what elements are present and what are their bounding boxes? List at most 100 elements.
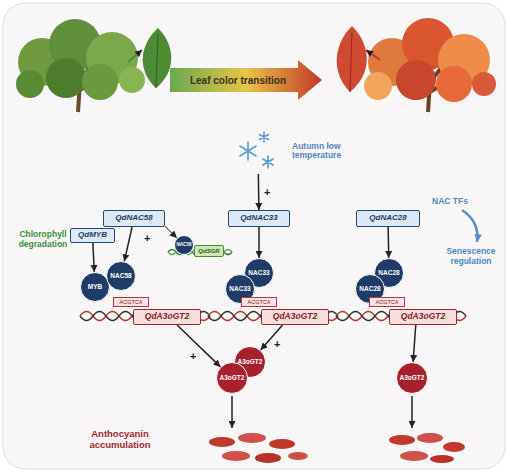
- green-leaf: [143, 28, 172, 88]
- red-leaf: [337, 26, 367, 92]
- leaf-pointer: [128, 50, 142, 62]
- circle-fill: [107, 262, 136, 291]
- protein-name: NAC33: [248, 269, 269, 276]
- senescence-arrow: [462, 210, 477, 242]
- pigment-blob: [238, 433, 266, 443]
- regulation-arrow: [258, 227, 260, 258]
- group-note: NAC TFs: [432, 196, 482, 206]
- pigment-blob: [269, 439, 295, 449]
- tree-canopy: [82, 64, 118, 100]
- cold-signal: Autumn low temperature: [232, 128, 362, 174]
- protein-circle: MYB: [80, 272, 110, 302]
- snowflakes: [240, 132, 273, 168]
- gene-box: QdMYB: [70, 228, 115, 243]
- target-gene-box: QdSGR: [194, 245, 224, 257]
- regulation-arrow: [124, 227, 132, 261]
- arrow-fill: [170, 60, 322, 100]
- gene-name: QdA3oGT2: [273, 312, 317, 321]
- pigment-blob: [443, 442, 465, 452]
- pigment-blob: [400, 451, 428, 461]
- transition-arrow: Leaf color transition: [170, 60, 322, 100]
- snowflake: [263, 156, 273, 168]
- process-note: Senescence regulation: [440, 246, 502, 266]
- gene-name: QdMYB: [78, 231, 107, 240]
- gene-box: QdNAC33: [228, 210, 290, 227]
- gene-name: QdNAC33: [240, 214, 277, 223]
- enzyme-name: A3oGT2: [400, 374, 425, 381]
- regulation-arrow: [165, 226, 177, 238]
- tree-canopy: [396, 60, 436, 100]
- circle-fill: [81, 273, 110, 302]
- circle-fill: [397, 363, 428, 394]
- enzyme-name: A3oGT2: [238, 358, 263, 365]
- protein-name: NAC28: [378, 269, 399, 276]
- enzyme-circle: A3oGT2: [396, 362, 428, 394]
- pigment-blob: [430, 455, 454, 463]
- pigment-blob: [255, 453, 281, 463]
- process-note: Chlorophyll degradation: [14, 229, 72, 249]
- transition-label: Leaf color transition: [190, 75, 286, 86]
- motif-box: ACGTCA: [113, 297, 149, 307]
- plus-sign: +: [190, 350, 196, 362]
- tree-canopy: [16, 70, 44, 98]
- protein-circle: NAC58: [106, 261, 136, 291]
- tree-canopy: [364, 72, 392, 100]
- anthocyanin-pigment: [209, 433, 465, 463]
- enzyme-circle: A3oGT2: [216, 362, 248, 394]
- circle-fill: [217, 363, 248, 394]
- regulation-arrow: [258, 174, 260, 210]
- tree-canopy: [119, 67, 145, 93]
- regulation-arrow: [93, 243, 94, 272]
- protein-name: MYB: [88, 283, 102, 290]
- protein-name: NAC33: [229, 285, 250, 292]
- protein-circle: NAC58: [174, 235, 194, 255]
- motif-sequence: ACGTCA: [248, 299, 271, 305]
- gene-box: QdA3oGT2: [133, 309, 201, 325]
- gene-name: QdSGR: [198, 248, 219, 255]
- regulation-arrow: [413, 325, 416, 362]
- gene-box: QdA3oGT2: [261, 309, 329, 325]
- gene-box: QdNAC58: [103, 210, 165, 227]
- pigment-blob: [417, 433, 443, 443]
- protein-name: NAC58: [176, 242, 191, 247]
- gene-box: QdA3oGT2: [389, 309, 457, 325]
- pigment-blob: [222, 451, 250, 461]
- snowflake: [260, 132, 269, 142]
- product-arrow: [231, 396, 233, 428]
- gene-name: QdA3oGT2: [401, 312, 445, 321]
- panel-background: [3, 3, 505, 469]
- gene-name: QdNAC28: [369, 214, 406, 223]
- snowflake: [240, 142, 256, 160]
- regulation-arrow: [177, 325, 220, 367]
- outcome-note: Anthocyanin accumulation: [70, 428, 170, 450]
- tree-canopy: [436, 66, 472, 102]
- motif-box: ACGTCA: [241, 297, 277, 307]
- pigment-blob: [389, 435, 415, 445]
- product-arrow: [411, 396, 413, 428]
- protein-name: NAC58: [110, 272, 131, 279]
- regulation-arrow: [261, 325, 283, 350]
- motif-box: ACGTCA: [369, 297, 405, 307]
- gene-box: QdNAC28: [356, 210, 420, 227]
- leaf-vein: [350, 32, 352, 92]
- tree-canopy: [46, 58, 86, 98]
- enzyme-name: A3oGT2: [220, 374, 245, 381]
- plus-sign: +: [264, 186, 270, 198]
- circle-fill: [175, 236, 194, 255]
- motif-sequence: ACGTCA: [120, 299, 143, 305]
- red-tree: [364, 18, 496, 112]
- gene-name: QdNAC58: [115, 214, 152, 223]
- pigment-blob: [209, 437, 235, 447]
- motif-sequence: ACGTCA: [376, 299, 399, 305]
- plus-sign: +: [274, 338, 280, 350]
- plus-sign: +: [144, 232, 154, 244]
- regulation-arrow: [387, 227, 389, 258]
- leaf-vein: [156, 34, 158, 88]
- protein-name: NAC28: [359, 285, 380, 292]
- tree-canopy: [472, 72, 496, 96]
- cold-label: Autumn low temperature: [292, 142, 362, 161]
- leaf-pointer: [366, 50, 380, 60]
